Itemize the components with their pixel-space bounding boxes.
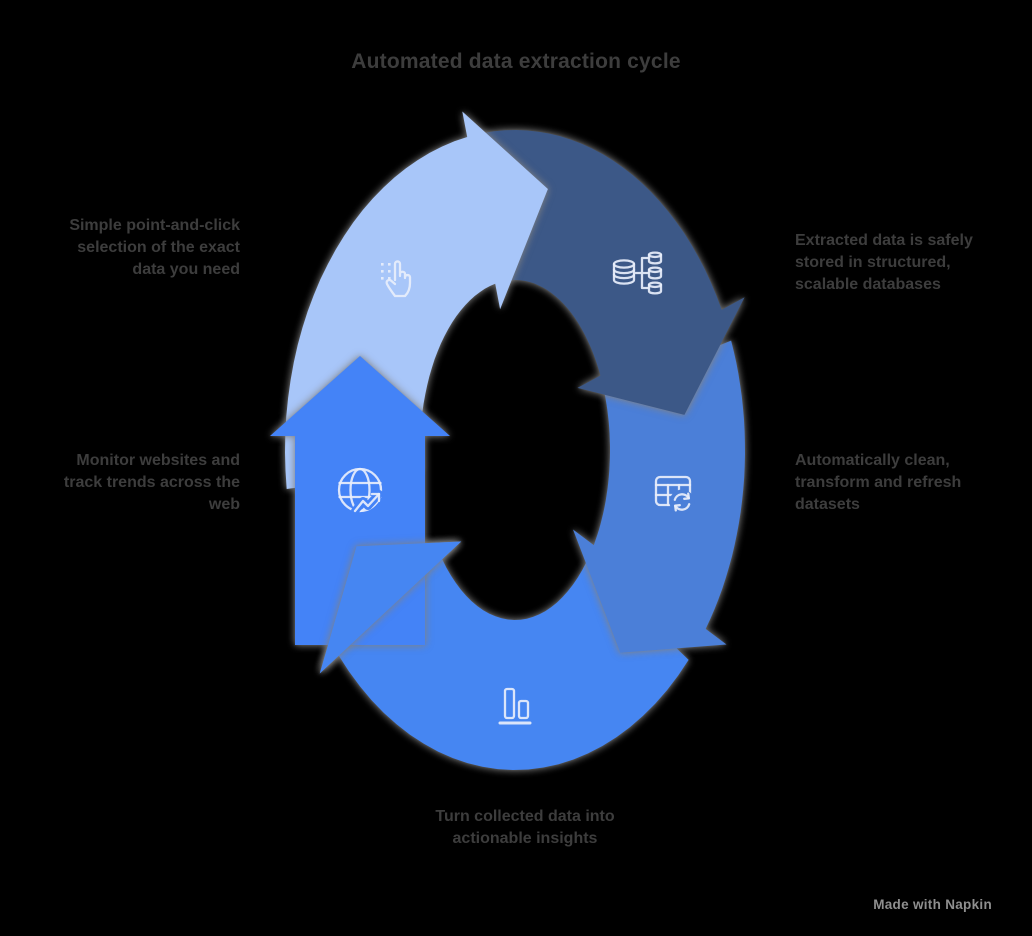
diagram-title: Automated data extraction cycle bbox=[351, 50, 681, 73]
step-label-refresh: Automatically clean, transform and refre… bbox=[795, 452, 962, 514]
step-label-store: Extracted data is safely stored in struc… bbox=[795, 232, 973, 294]
step-label-select: Simple point-and-click selection of the … bbox=[69, 217, 240, 279]
database-distribution-icon bbox=[612, 251, 663, 295]
globe-trend-icon bbox=[337, 467, 383, 515]
cycle-arrow-refresh bbox=[573, 340, 745, 653]
step-label-discover: Monitor websites and track trends across… bbox=[63, 452, 240, 514]
cycle-arrows bbox=[270, 111, 745, 770]
bar-chart-icon bbox=[498, 687, 532, 725]
table-refresh-icon bbox=[654, 475, 695, 515]
cycle-icons bbox=[337, 251, 695, 725]
watermark: Made with Napkin bbox=[873, 897, 992, 912]
step-label-analyze: Turn collected data into actionable insi… bbox=[435, 808, 615, 848]
tap-select-icon bbox=[381, 260, 412, 298]
cycle-arrow-analyze-head bbox=[319, 541, 462, 674]
